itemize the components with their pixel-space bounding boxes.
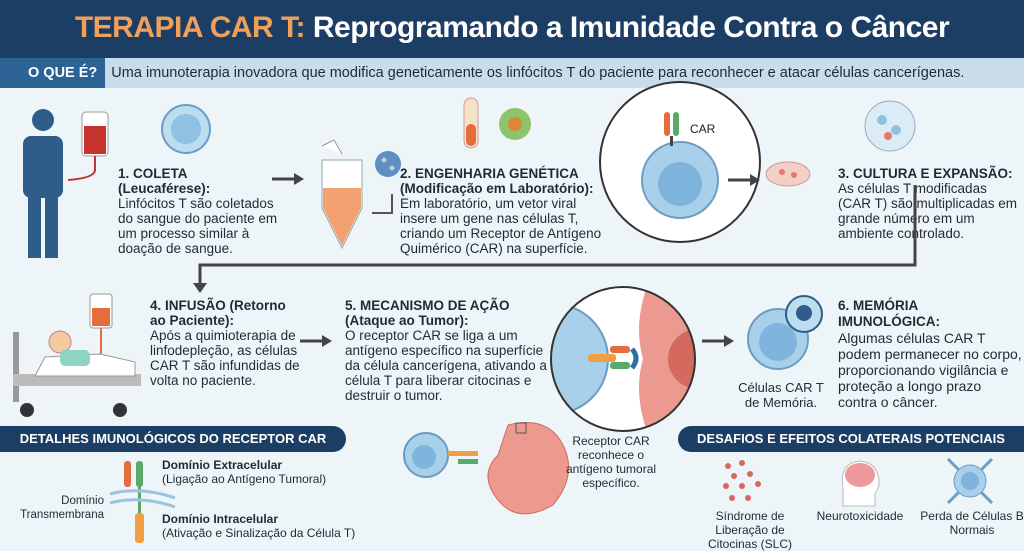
test-tube-icon (321, 139, 401, 250)
step-5: 5. MECANISMO DE AÇÃO (Ataque ao Tumor):O… (345, 298, 547, 403)
challenges-banner: DESAFIOS E EFEITOS COLATERAIS POTENCIAIS (678, 426, 1024, 452)
b-cell-icon (946, 457, 994, 505)
t-cell-attacking-tumor (403, 422, 570, 515)
patient-icon (23, 109, 109, 258)
transmembrane-domain: Domínio Transmembrana (20, 495, 104, 521)
memory-cell-icon (747, 295, 823, 370)
step-6: 6. MEMÓRIA IMUNOLÓGICA:Algumas células C… (838, 298, 1022, 410)
arrow-icon (272, 173, 304, 185)
extracellular-domain: Domínio Extracelular(Ligação ao Antígeno… (162, 458, 327, 486)
t-cell-icon (161, 104, 211, 154)
infusion-bed-icon (13, 293, 141, 417)
intro-bar: O QUE É? Uma imunoterapia inovadora que m… (0, 58, 1024, 88)
arrow-icon (728, 174, 760, 186)
flow-connector (193, 185, 917, 293)
intro-label: O QUE É? (0, 58, 106, 88)
car-t-cell-zoom: CAR (599, 81, 761, 243)
car-label: CAR (690, 122, 716, 136)
page-title: TERAPIA CAR T: Reprogramando a Imunidade… (0, 0, 1024, 58)
cytokine-icon (723, 460, 761, 501)
virus-vector-icon (463, 97, 531, 149)
car-binding-zoom (550, 286, 696, 432)
step-3: 3. CULTURA E EXPANSÃO:As células T modif… (838, 166, 1018, 241)
receptor-caption: Receptor CAR reconhece o antígeno tumora… (565, 434, 657, 490)
petri-dish-icon (765, 100, 916, 187)
car-structure-diagram (109, 461, 176, 543)
challenge-neurotoxicity: Neurotoxicidade (816, 509, 904, 523)
intro-text: Uma imunoterapia inovadora que modifica … (111, 65, 965, 81)
step-2: 2. ENGENHARIA GENÉTICA (Modificação em L… (400, 166, 602, 256)
intracellular-domain: Domínio Intracelular(Ativação e Sinaliza… (162, 512, 356, 540)
memory-cells-label: Células CAR T de Memória. (738, 380, 824, 410)
brain-icon (841, 460, 880, 507)
challenge-b-cell-loss: Perda de Células B Normais (920, 509, 1024, 537)
step-1: 1. COLETA (Leucaférese):Linfócitos T são… (118, 166, 278, 256)
arrow-icon (702, 335, 734, 347)
arrow-icon (300, 335, 332, 347)
step-4: 4. INFUSÃO (Retorno ao Paciente):Após a … (150, 298, 300, 388)
car-details-banner: DETALHES IMUNOLÓGICOS DO RECEPTOR CAR (0, 426, 346, 452)
challenge-crs: Síndrome de Liberação de Citocinas (SLC) (707, 509, 793, 551)
